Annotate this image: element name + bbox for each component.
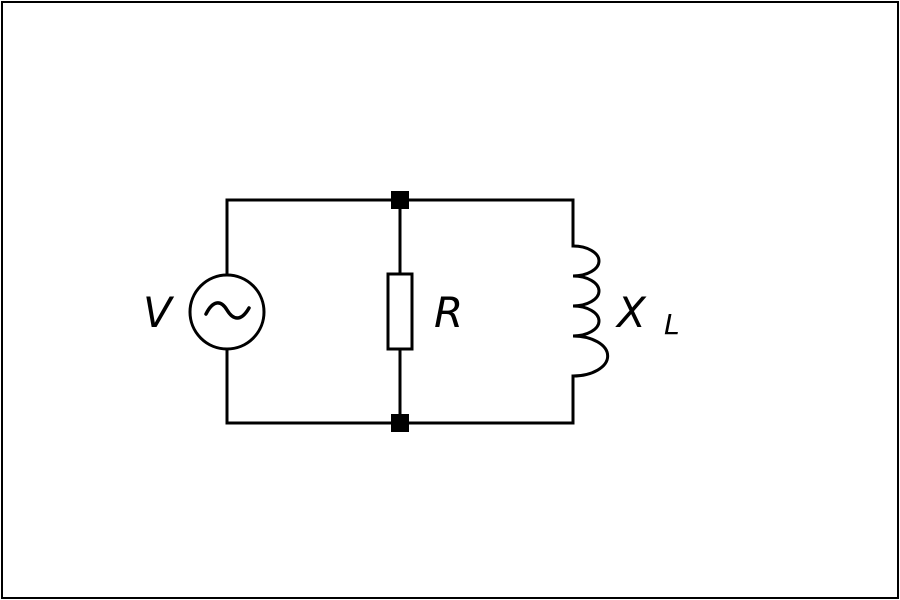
resistor-symbol [386,272,414,351]
junction-bottom [391,414,409,432]
ac-sine-icon [204,301,251,320]
inductor-label-subscript: L [664,308,680,341]
inductor-label-main: X [615,288,647,337]
ac-voltage-source [188,273,266,351]
resistor-label: R [434,288,463,337]
inductor-coil [572,244,610,378]
junction-top [391,191,409,209]
source-label: V [143,288,175,337]
